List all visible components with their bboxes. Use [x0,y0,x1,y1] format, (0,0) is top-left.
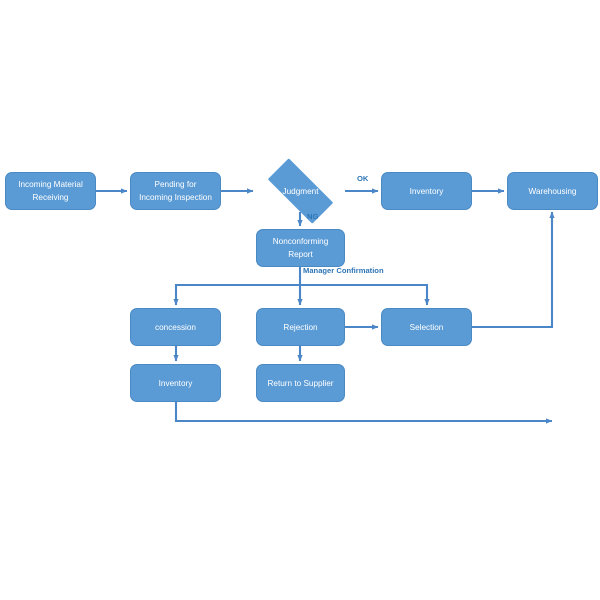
node-rejection[interactable]: Rejection [256,308,345,346]
edge-label-manager-confirmation: Manager Confirmation [303,266,384,275]
node-inventory-top[interactable]: Inventory [381,172,472,210]
node-label: concession [155,322,196,332]
node-label: Judgment [282,186,319,196]
node-concession[interactable]: concession [130,308,221,346]
node-label: Warehousing [528,186,577,196]
node-label-line2: Report [288,250,313,259]
node-nonconforming-report[interactable]: Nonconforming Report [256,229,345,267]
edge-inventory-bottom-to-warehousing [174,402,553,424]
node-label-line1: Incoming Material [18,180,83,189]
edge-selection-to-warehousing [472,211,555,329]
node-label-line2: Incoming Inspection [139,193,212,202]
edge-label-ok: OK [357,174,369,183]
node-label: Return to Supplier [267,378,334,388]
node-selection[interactable]: Selection [381,308,472,346]
node-label: Inventory [409,186,444,196]
node-incoming-material-receiving[interactable]: Incoming Material Receiving [5,172,96,210]
node-label-line1: Pending for [154,180,197,189]
node-label-line1: Nonconforming [272,237,329,246]
node-label: Selection [409,322,444,332]
node-inventory-bottom[interactable]: Inventory [130,364,221,402]
edge-fanout-to-concession [173,283,300,306]
node-label: Rejection [283,322,318,332]
node-warehousing[interactable]: Warehousing [507,172,598,210]
node-judgment[interactable]: Judgment [256,158,345,224]
edge-fanout-to-selection [300,283,430,306]
node-label-line2: Receiving [32,193,69,202]
edge-label-ng: NG [307,212,319,221]
node-label: Inventory [158,378,193,388]
node-return-to-supplier[interactable]: Return to Supplier [256,364,345,402]
node-pending-for-incoming-inspection[interactable]: Pending for Incoming Inspection [130,172,221,210]
